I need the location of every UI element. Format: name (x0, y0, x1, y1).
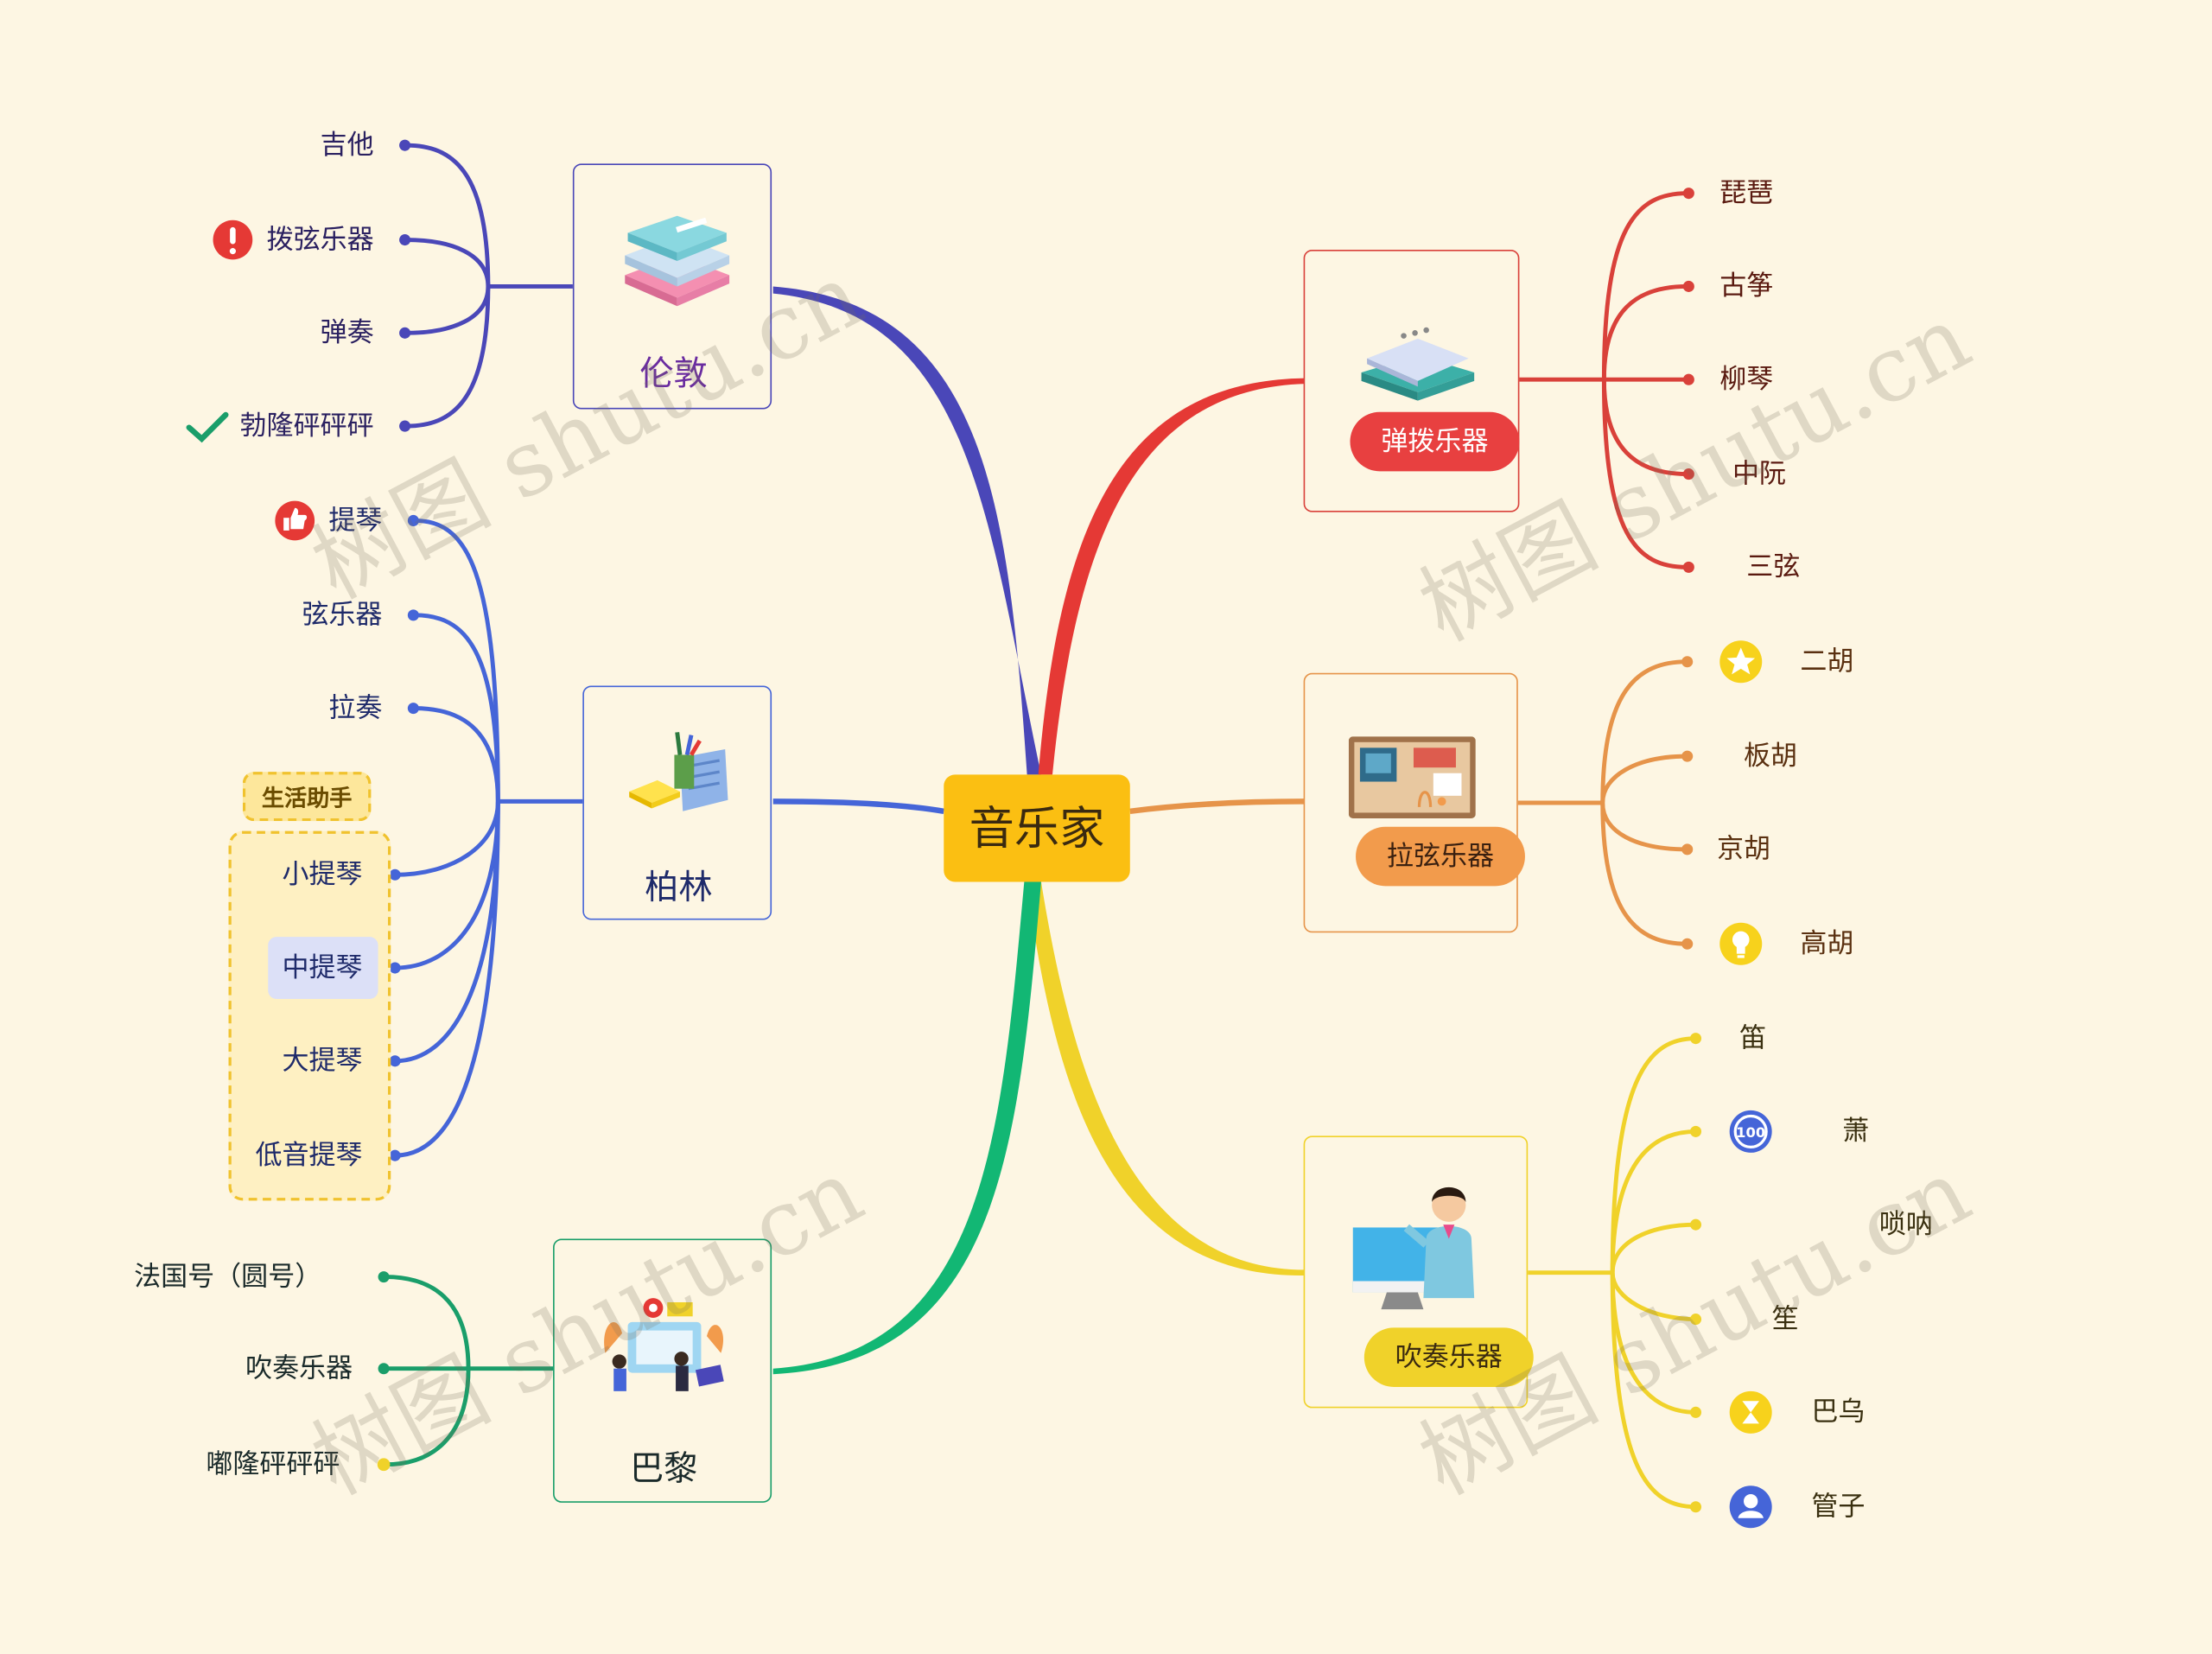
child-label[interactable]: 三弦 (1746, 551, 1801, 583)
child-label[interactable]: 京胡 (1716, 833, 1771, 865)
child-label[interactable]: 琵琶 (1719, 177, 1774, 209)
thumbs-up-icon (275, 500, 315, 541)
paris-links (385, 1275, 554, 1467)
trunk-paris (772, 881, 1041, 1375)
child-label[interactable]: 勃隆砰砰砰 (239, 410, 374, 442)
child-label[interactable]: 板胡 (1744, 741, 1798, 773)
london-links (406, 143, 573, 429)
child-label-highlighted[interactable]: 中提琴 (282, 952, 363, 983)
child-label[interactable]: 小提琴 (282, 859, 363, 891)
wind-links (1528, 1036, 1696, 1510)
score-100-icon: 100 (1729, 1110, 1772, 1153)
berlin-links (395, 518, 583, 1158)
topic-paris[interactable]: 巴黎 (553, 1238, 772, 1503)
trunk-pluck (1038, 378, 1306, 775)
child-label[interactable]: 弹奏 (320, 317, 374, 349)
topic-pluck[interactable]: 弹拨乐器 (1303, 249, 1520, 512)
child-label[interactable]: 拉奏 (328, 692, 383, 724)
child-label[interactable]: 法国号（圆号） (134, 1261, 322, 1293)
child-label[interactable]: 拨弦乐器 (266, 224, 374, 256)
child-label[interactable]: 大提琴 (282, 1045, 363, 1077)
topic-bow[interactable]: 拉弦乐器 (1303, 672, 1525, 933)
team-illustration-icon (604, 1298, 724, 1391)
child-label[interactable]: 巴乌 (1811, 1396, 1866, 1428)
child-label[interactable]: 笙 (1771, 1303, 1799, 1335)
lightbulb-icon (1719, 922, 1763, 965)
child-label[interactable]: 管子 (1811, 1491, 1866, 1523)
topic-title-pill: 拉弦乐器 (1356, 826, 1525, 887)
teacher-icon (1352, 1186, 1475, 1310)
topic-berlin[interactable]: 柏林 (582, 685, 772, 920)
exclamation-icon (213, 219, 253, 260)
topic-wind[interactable]: 吹奏乐器 (1303, 1136, 1534, 1409)
child-label[interactable]: 弦乐器 (302, 599, 383, 631)
child-label[interactable]: 唢呐 (1878, 1209, 1933, 1241)
notepad-icon (1361, 327, 1475, 401)
topic-title: 柏林 (645, 868, 713, 907)
checkmark-icon (186, 411, 229, 443)
grouped-children-frame (228, 830, 391, 1201)
berlin-dots (389, 514, 419, 1161)
child-label[interactable]: 古筝 (1719, 270, 1774, 302)
bow-dots (1681, 656, 1694, 950)
score-text: 100 (1736, 1124, 1765, 1141)
london-dots (399, 139, 411, 432)
child-label[interactable]: 柳琴 (1719, 364, 1774, 396)
child-label[interactable]: 低音提琴 (255, 1140, 363, 1172)
bow-links (1517, 659, 1688, 946)
pluck-dots (1682, 188, 1694, 573)
child-label[interactable]: 笛 (1739, 1022, 1767, 1054)
child-label[interactable]: 吉他 (320, 130, 374, 162)
child-label[interactable]: 吹奏乐器 (245, 1352, 353, 1384)
child-label[interactable]: 萧 (1842, 1116, 1870, 1148)
child-label[interactable]: 二胡 (1800, 646, 1854, 678)
topic-title: 伦敦 (639, 353, 708, 394)
child-label[interactable]: 嘟隆砰砰砰 (206, 1448, 340, 1480)
child-label[interactable]: 提琴 (328, 505, 383, 537)
highlight-background (268, 937, 378, 999)
hourglass-icon (1729, 1390, 1772, 1434)
stationery-icon (629, 732, 728, 811)
topic-title-pill: 吹奏乐器 (1363, 1327, 1534, 1387)
group-tag[interactable]: 生活助手 (242, 772, 372, 822)
user-avatar-icon (1729, 1485, 1772, 1529)
central-topic[interactable]: 音乐家 (944, 774, 1130, 882)
trunk-berlin (772, 798, 944, 815)
wind-dots (1689, 1033, 1702, 1513)
topic-title-pill: 弹拨乐器 (1350, 411, 1520, 472)
corkboard-icon (1348, 736, 1476, 818)
topic-london[interactable]: 伦敦 (572, 163, 772, 410)
books-icon (625, 215, 730, 307)
topic-title: 巴黎 (630, 1448, 698, 1489)
trunk-london (772, 286, 1041, 775)
trunk-bow (1129, 798, 1306, 815)
trunk-wind (1027, 881, 1306, 1275)
pluck-links (1519, 191, 1688, 569)
child-label[interactable]: 高胡 (1800, 928, 1854, 960)
child-label[interactable]: 中阮 (1732, 458, 1787, 490)
star-badge-icon (1719, 640, 1763, 684)
